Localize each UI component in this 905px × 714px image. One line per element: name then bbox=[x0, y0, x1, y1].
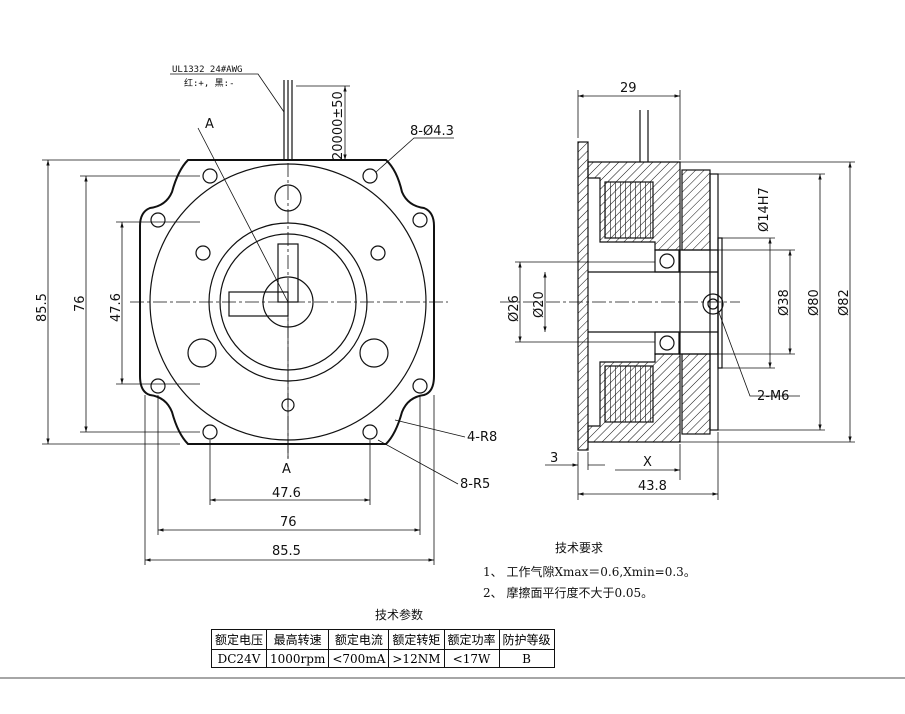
dim-h-76: 76 bbox=[280, 515, 297, 530]
spec-table-title: 技术参数 bbox=[375, 607, 423, 622]
bearing-top bbox=[654, 249, 680, 273]
side-view: 29 Ø14H7 Ø26 Ø20 Ø38 Ø80 Ø82 2-M6 bbox=[500, 81, 855, 500]
spec-header-row: 额定电压 最高转速 额定电流 额定转矩 额定功率 防护等级 bbox=[210, 629, 555, 650]
dim-flange-3: 3 bbox=[550, 451, 558, 466]
spec-header-cell: 防护等级 bbox=[498, 629, 555, 650]
wire-length-dim: 20000±50 bbox=[331, 91, 346, 160]
requirements-title: 技术要求 bbox=[555, 541, 603, 555]
spec-value-cell: >12NM bbox=[388, 649, 445, 668]
spec-header-cell: 额定转矩 bbox=[388, 629, 445, 650]
spec-table: 额定电压 最高转速 额定电流 额定转矩 额定功率 防护等级 DC24V 1000… bbox=[210, 629, 555, 668]
spec-value-cell: B bbox=[498, 649, 555, 668]
wire-spec-label: UL1332 24#AWG bbox=[172, 65, 242, 75]
spec-header-cell: 额定电压 bbox=[210, 629, 268, 650]
dim-length-43-8: 43.8 bbox=[638, 479, 667, 494]
front-view: UL1332 24#AWG 红:+, 黑:- 20000±50 A A 8-Ø4… bbox=[35, 65, 497, 565]
dim-gap-x: X bbox=[643, 455, 652, 470]
dim-h-85-5: 85.5 bbox=[272, 544, 301, 559]
thread-label: 2-M6 bbox=[757, 389, 789, 404]
set-screw bbox=[702, 293, 724, 315]
dim-v-76: 76 bbox=[73, 295, 88, 312]
key-slot bbox=[228, 291, 289, 317]
technical-requirements: 技术要求 1、 工作气隙Xmax＝0.6,Xmin=0.3。 2、 摩擦面平行度… bbox=[483, 541, 696, 600]
dim-v-47-6: 47.6 bbox=[109, 293, 124, 322]
spec-value-cell: <17W bbox=[443, 649, 500, 668]
radius-label-r5: 8-R5 bbox=[460, 477, 490, 492]
spec-value-cell: 1000rpm bbox=[266, 649, 330, 668]
requirement-item-2: 2、 摩擦面平行度不大于0.05。 bbox=[483, 585, 653, 600]
spec-value-cell: DC24V bbox=[210, 649, 268, 668]
dim-v-85-5: 85.5 bbox=[35, 293, 50, 322]
armature-top bbox=[681, 169, 711, 251]
dim-d26: Ø26 bbox=[507, 295, 522, 322]
requirement-item-1: 1、 工作气隙Xmax＝0.6,Xmin=0.3。 bbox=[483, 564, 696, 579]
flange-plate bbox=[577, 141, 589, 451]
dim-h-47-6: 47.6 bbox=[272, 486, 301, 501]
radius-label-r8: 4-R8 bbox=[467, 430, 497, 445]
section-mark-bottom: A bbox=[282, 462, 291, 477]
mounting-holes bbox=[150, 168, 428, 440]
dim-d82: Ø82 bbox=[837, 289, 852, 316]
hub-extension bbox=[717, 237, 723, 369]
wire-color-label: 红:+, 黑:- bbox=[184, 77, 235, 89]
spec-header-cell: 额定电流 bbox=[328, 629, 390, 650]
dim-top-29: 29 bbox=[620, 81, 637, 96]
dim-d38: Ø38 bbox=[777, 289, 792, 316]
spec-header-cell: 最高转速 bbox=[266, 629, 330, 650]
bearing-bottom bbox=[654, 331, 680, 355]
spec-value-row: DC24V 1000rpm <700mA >12NM <17W B bbox=[210, 649, 555, 668]
section-mark-top: A bbox=[205, 117, 214, 132]
dim-d20: Ø20 bbox=[532, 291, 547, 318]
dim-d80: Ø80 bbox=[807, 289, 822, 316]
hole-label: 8-Ø4.3 bbox=[410, 124, 454, 139]
coil-top bbox=[604, 181, 654, 239]
spec-header-cell: 额定功率 bbox=[443, 629, 500, 650]
dim-bore-14h7: Ø14H7 bbox=[757, 187, 772, 232]
coil-bottom bbox=[604, 365, 654, 423]
armature-bottom bbox=[681, 353, 711, 435]
spec-value-cell: <700mA bbox=[328, 649, 390, 668]
